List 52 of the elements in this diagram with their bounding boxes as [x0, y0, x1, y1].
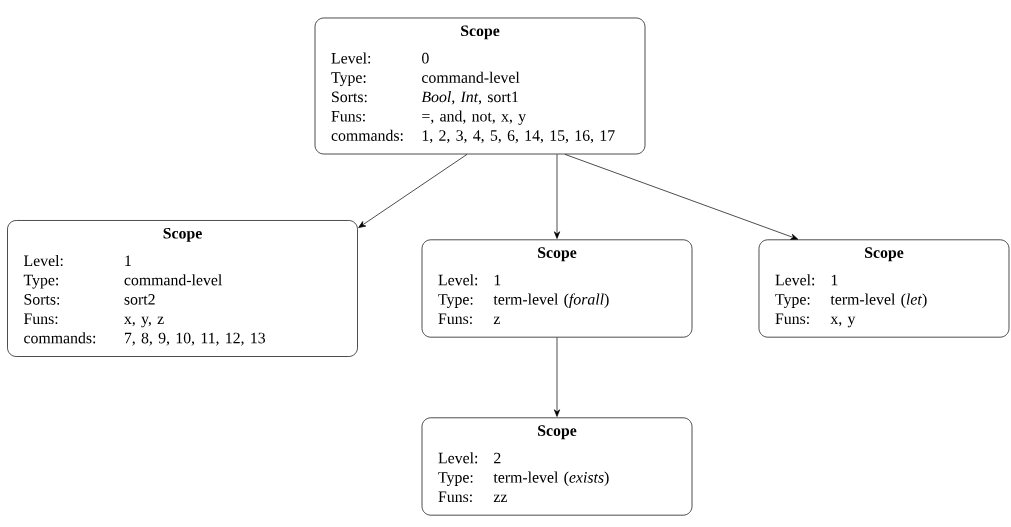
field-label: Level: [775, 274, 815, 286]
field-value: command-level [124, 274, 222, 286]
scope-box [421, 417, 693, 516]
field-label: Funs: [438, 313, 472, 325]
scope-box [314, 17, 646, 155]
field-label: Type: [775, 294, 810, 308]
field-label: Type: [23, 274, 59, 289]
scope-heading: Scope [538, 425, 577, 440]
field-value: 2 [494, 452, 501, 464]
field-value: z [493, 316, 500, 324]
field-value: 1, 2, 3, 4, 5, 6, 14, 15, 16, 17 [422, 130, 615, 144]
field-value: 0 [422, 52, 429, 64]
arrow [553, 337, 561, 417]
scope-box [758, 239, 1010, 338]
field-label: Funs: [438, 491, 472, 503]
field-label: Sorts: [24, 294, 60, 305]
field-value: term-level (forall) [493, 293, 609, 308]
arrow [553, 154, 561, 239]
field-label: Level: [23, 254, 63, 267]
field-value: 1 [125, 255, 131, 266]
field-value: x, y, z [124, 316, 164, 328]
field-label: Level: [438, 452, 478, 464]
scope-box [7, 220, 358, 357]
field-value: 1 [831, 274, 838, 286]
scope-heading: Scope [865, 247, 904, 262]
field-label: Funs: [331, 111, 365, 122]
field-label: Type: [331, 72, 366, 87]
field-label: Type: [438, 472, 473, 486]
field-value: term-level (let) [830, 293, 927, 308]
scope-heading: Scope [538, 247, 577, 262]
field-value: command-level [422, 71, 520, 83]
field-value: Bool, Int, sort1 [421, 91, 518, 105]
scope-heading: Scope [461, 25, 500, 40]
field-label: Level: [438, 274, 478, 286]
field-value: 1 [494, 274, 501, 286]
field-value: =, and, not, x, y [422, 110, 527, 125]
field-label: Sorts: [332, 91, 367, 103]
field-value: 7, 8, 9, 10, 11, 12, 13 [124, 332, 266, 346]
field-label: commands: [24, 332, 96, 344]
field-label: commands: [331, 129, 403, 141]
field-value: x, y [830, 316, 856, 328]
field-label: Type: [438, 294, 473, 308]
field-value: zz [493, 494, 507, 502]
arrow [358, 154, 468, 228]
field-value: sort2 [124, 294, 155, 305]
field-label: Funs: [23, 313, 58, 325]
arrow [564, 154, 799, 240]
field-label: Level: [331, 52, 371, 64]
scope-heading: Scope [163, 228, 202, 242]
scope-box [421, 239, 693, 338]
field-value: term-level (exists) [493, 471, 609, 486]
field-label: Funs: [775, 313, 809, 325]
